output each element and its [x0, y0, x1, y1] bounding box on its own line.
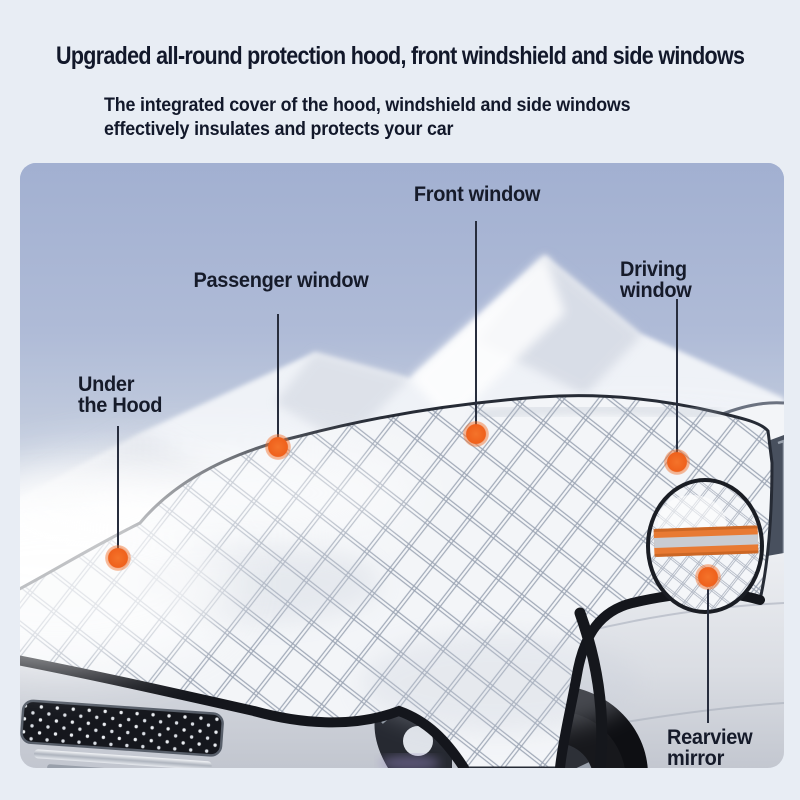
- rearview-mirror-dot: [695, 564, 721, 590]
- photo-scene: [20, 163, 784, 768]
- label-front-window: Front window: [413, 183, 541, 206]
- under-the-hood-dot: [105, 545, 131, 571]
- callout-line-rearview-mirror: [707, 589, 709, 723]
- mirror-cover: [646, 478, 764, 614]
- grille: [20, 699, 224, 757]
- callout-line-driving-window: [676, 299, 678, 455]
- driving-window-dot: [664, 449, 690, 475]
- passenger-window-dot: [265, 434, 291, 460]
- label-driving-window: Driving window: [620, 258, 692, 302]
- product-photo: [20, 163, 784, 768]
- cover-strap: [574, 607, 608, 768]
- callout-line-front-window: [475, 221, 477, 427]
- callout-line-under-the-hood: [117, 426, 119, 551]
- label-passenger-window: Passenger window: [193, 269, 369, 292]
- front-window-dot: [463, 421, 489, 447]
- label-rearview-mirror: Rearview mirror: [667, 726, 753, 770]
- label-under-the-hood: Under the Hood: [78, 373, 163, 417]
- page-title: Upgraded all-round protection hood, fron…: [56, 42, 745, 70]
- fog: [20, 445, 420, 668]
- cover-trim-left: [20, 655, 469, 768]
- page-subtitle: The integrated cover of the hood, windsh…: [104, 95, 631, 140]
- mirror-strap: [653, 525, 759, 557]
- callout-line-passenger-window: [277, 314, 279, 440]
- chrome-strip: [34, 749, 212, 768]
